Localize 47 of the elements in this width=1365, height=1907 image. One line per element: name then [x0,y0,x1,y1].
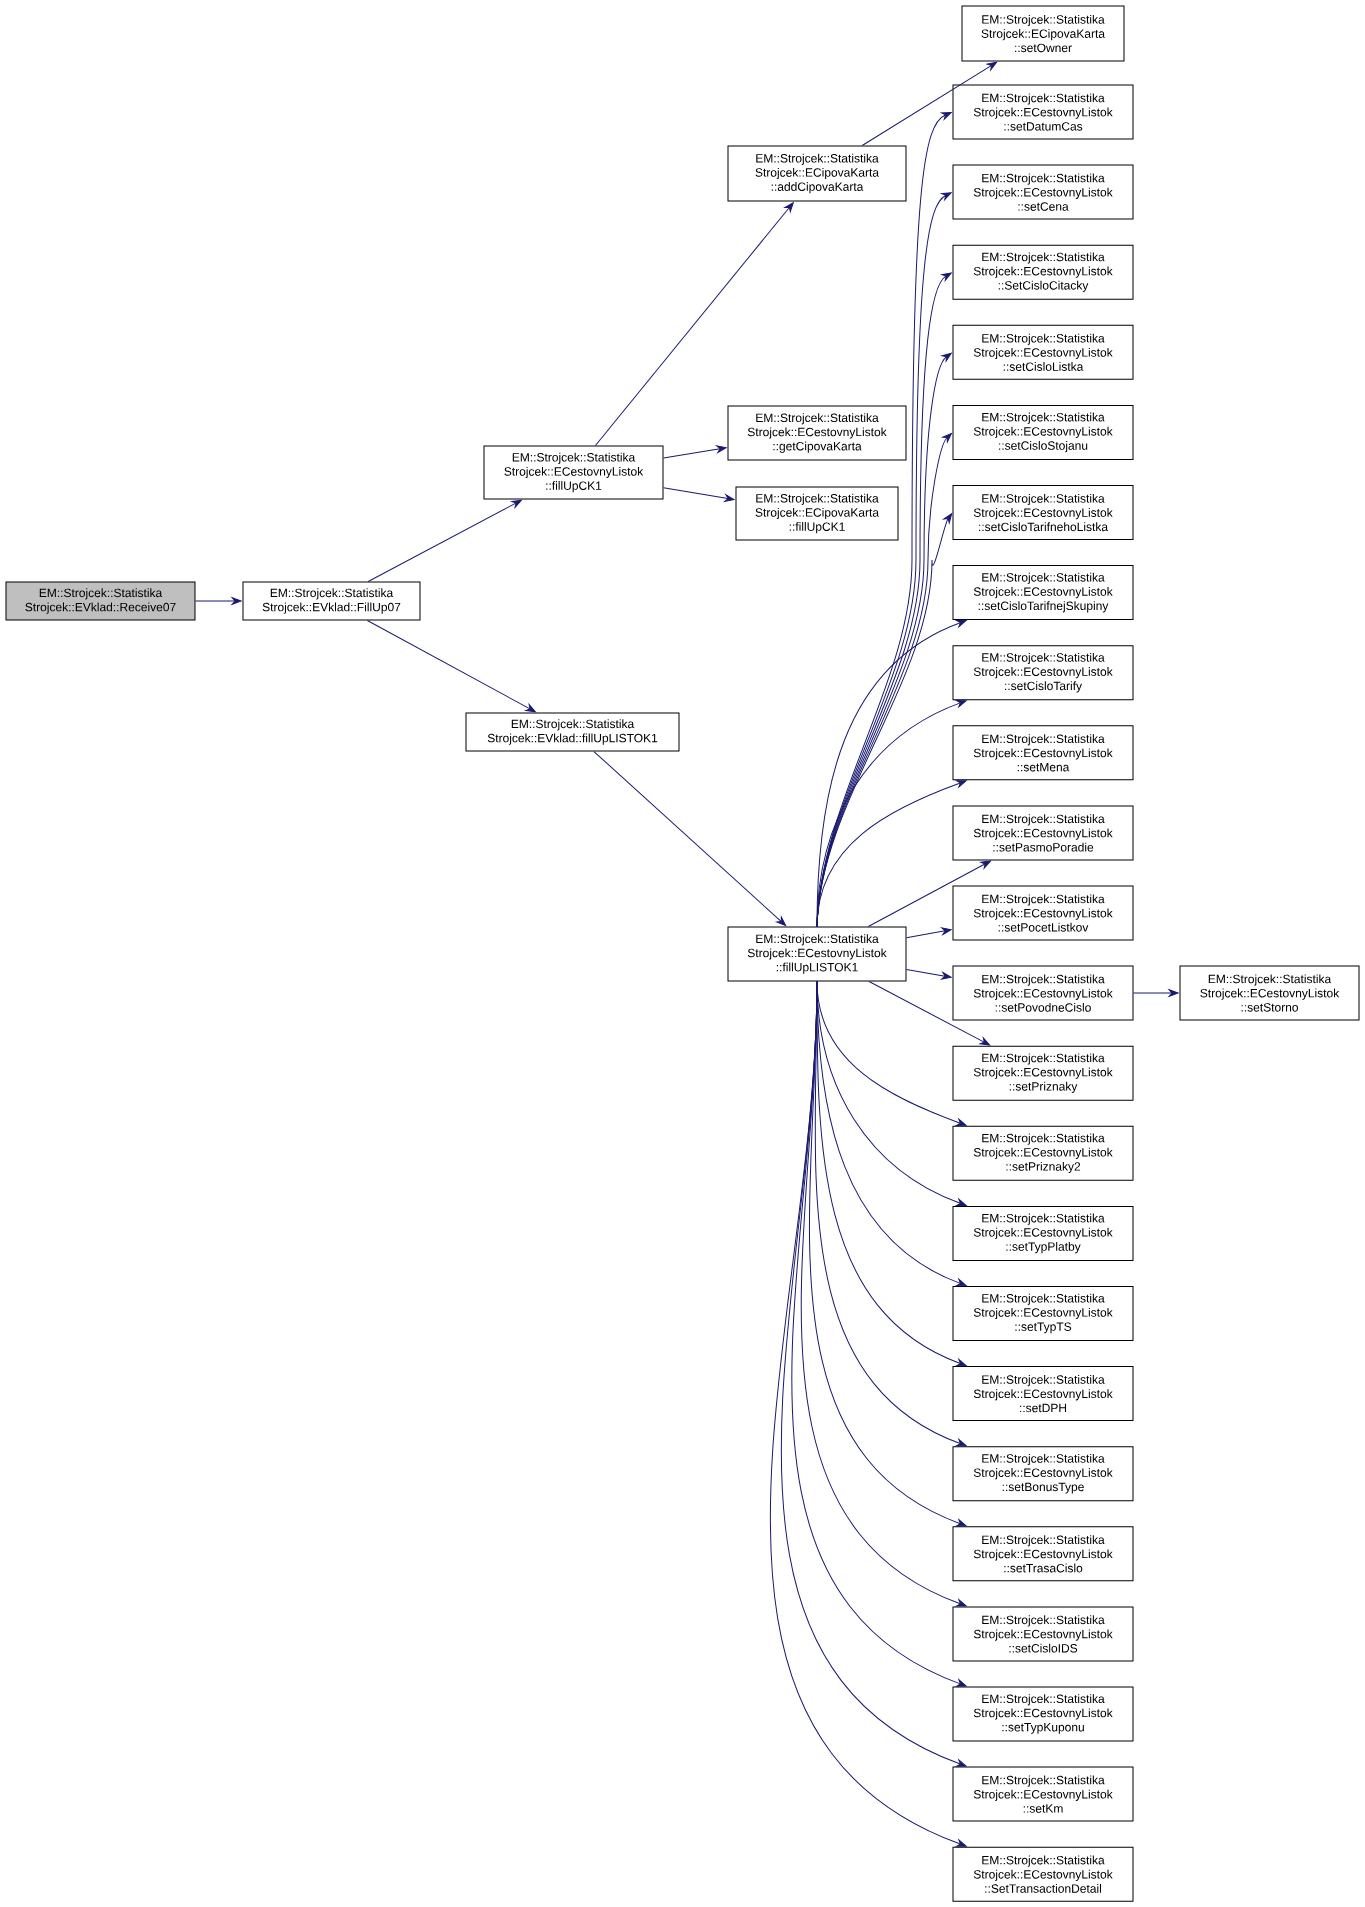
arrow [366,620,536,713]
function-box: EM::Strojcek::Statistika Strojcek::ECestovnyListok ::SetTransactionDetail [952,1846,1134,1902]
function-box: EM::Strojcek::Statistika Strojcek::ECestovnyListok ::setTrasaCislo [952,1526,1134,1582]
function-box: EM::Strojcek::Statistika Strojcek::ECestovnyListok ::setKm [952,1766,1134,1822]
function-box: EM::Strojcek::Statistika Strojcek::ECestovnyListok ::setPovodneCislo [952,965,1134,1021]
arrow [663,487,735,502]
function-box: EM::Strojcek::Statistika Strojcek::ECestovnyListok ::setCisloListka [952,324,1134,380]
function-box: EM::Strojcek::Statistika Strojcek::ECipovaKarta ::setOwner [961,5,1125,62]
function-box: EM::Strojcek::Statistika Strojcek::ECestovnyListok ::setDatumCas [952,84,1134,140]
arrow [861,61,998,146]
arrow [1133,989,1179,997]
function-box: EM::Strojcek::Statistika Strojcek::ECestovnyListok ::setTypPlatby [952,1205,1134,1261]
function-box: EM::Strojcek::Statistika Strojcek::ECestovnyListok ::setDPH [952,1366,1134,1422]
function-box: EM::Strojcek::Statistika Strojcek::EVklad::FillUp07 [242,581,421,621]
function-box: EM::Strojcek::Statistika Strojcek::ECipovaKarta ::fillUpCK1 [735,486,899,541]
function-box: EM::Strojcek::Statistika Strojcek::ECestovnyListok ::setPasmoPoradie [952,805,1134,861]
function-box: EM::Strojcek::Statistika Strojcek::ECestovnyListok ::setStorno [1179,965,1360,1021]
function-box: EM::Strojcek::Statistika Strojcek::ECestovnyListok ::setCisloIDS [952,1606,1134,1662]
function-box: EM::Strojcek::Statistika Strojcek::ECestovnyListok ::setBonusType [952,1446,1134,1502]
arrow [594,202,794,446]
arrow [867,860,991,927]
function-box: EM::Strojcek::Statistika Strojcek::ECestovnyListok ::setTypTS [952,1286,1134,1341]
function-box: EM::Strojcek::Statistika Strojcek::ECestovnyListok ::setCisloTarifnejSkupiny [952,565,1134,621]
function-box: EM::Strojcek::Statistika Strojcek::ECestovnyListok ::setTypKuponu [952,1686,1134,1742]
function-box: EM::Strojcek::Statistika Strojcek::ECipovaKarta ::addCipovaKarta [727,145,907,202]
arrow [663,445,727,459]
arrow [593,751,787,927]
function-box: EM::Strojcek::Statistika Strojcek::ECestovnyListok ::SetCisloCitacky [952,244,1134,300]
function-box: EM::Strojcek::Statistika Strojcek::ECestovnyListok ::fillUpCK1 [483,445,664,500]
function-box: EM::Strojcek::Statistika Strojcek::ECestovnyListok ::setPriznaky2 [952,1125,1134,1181]
function-box: EM::Strojcek::Statistika Strojcek::ECestovnyListok ::getCipovaKarta [727,405,907,461]
arrow [195,597,242,605]
function-box: EM::Strojcek::Statistika Strojcek::ECestovnyListok ::setCisloStojanu [952,404,1134,460]
arrow [906,969,952,980]
arrow [367,499,522,582]
function-box: EM::Strojcek::Statistika Strojcek::ECestovnyListok ::fillUpLISTOK1 [727,926,907,982]
function-box: EM::Strojcek::Statistika Strojcek::ECestovnyListok ::setCisloTarifnehoListka [952,485,1134,540]
arrow [906,927,952,939]
function-box: EM::Strojcek::Statistika Strojcek::EVklad::fillUpLISTOK1 [465,712,680,752]
function-box: EM::Strojcek::Statistika Strojcek::ECestovnyListok ::setCena [952,164,1134,220]
function-box: EM::Strojcek::Statistika Strojcek::ECestovnyListok ::setPriznaky [952,1045,1134,1101]
function-box: EM::Strojcek::Statistika Strojcek::ECestovnyListok ::setCisloTarify [952,645,1134,701]
arrow [868,981,991,1046]
function-box: EM::Strojcek::Statistika Strojcek::EVklad::Receive07 [5,581,196,621]
function-box: EM::Strojcek::Statistika Strojcek::ECestovnyListok ::setMena [952,725,1134,781]
function-box: EM::Strojcek::Statistika Strojcek::ECestovnyListok ::setPocetListkov [952,885,1134,941]
arrow [816,780,967,927]
